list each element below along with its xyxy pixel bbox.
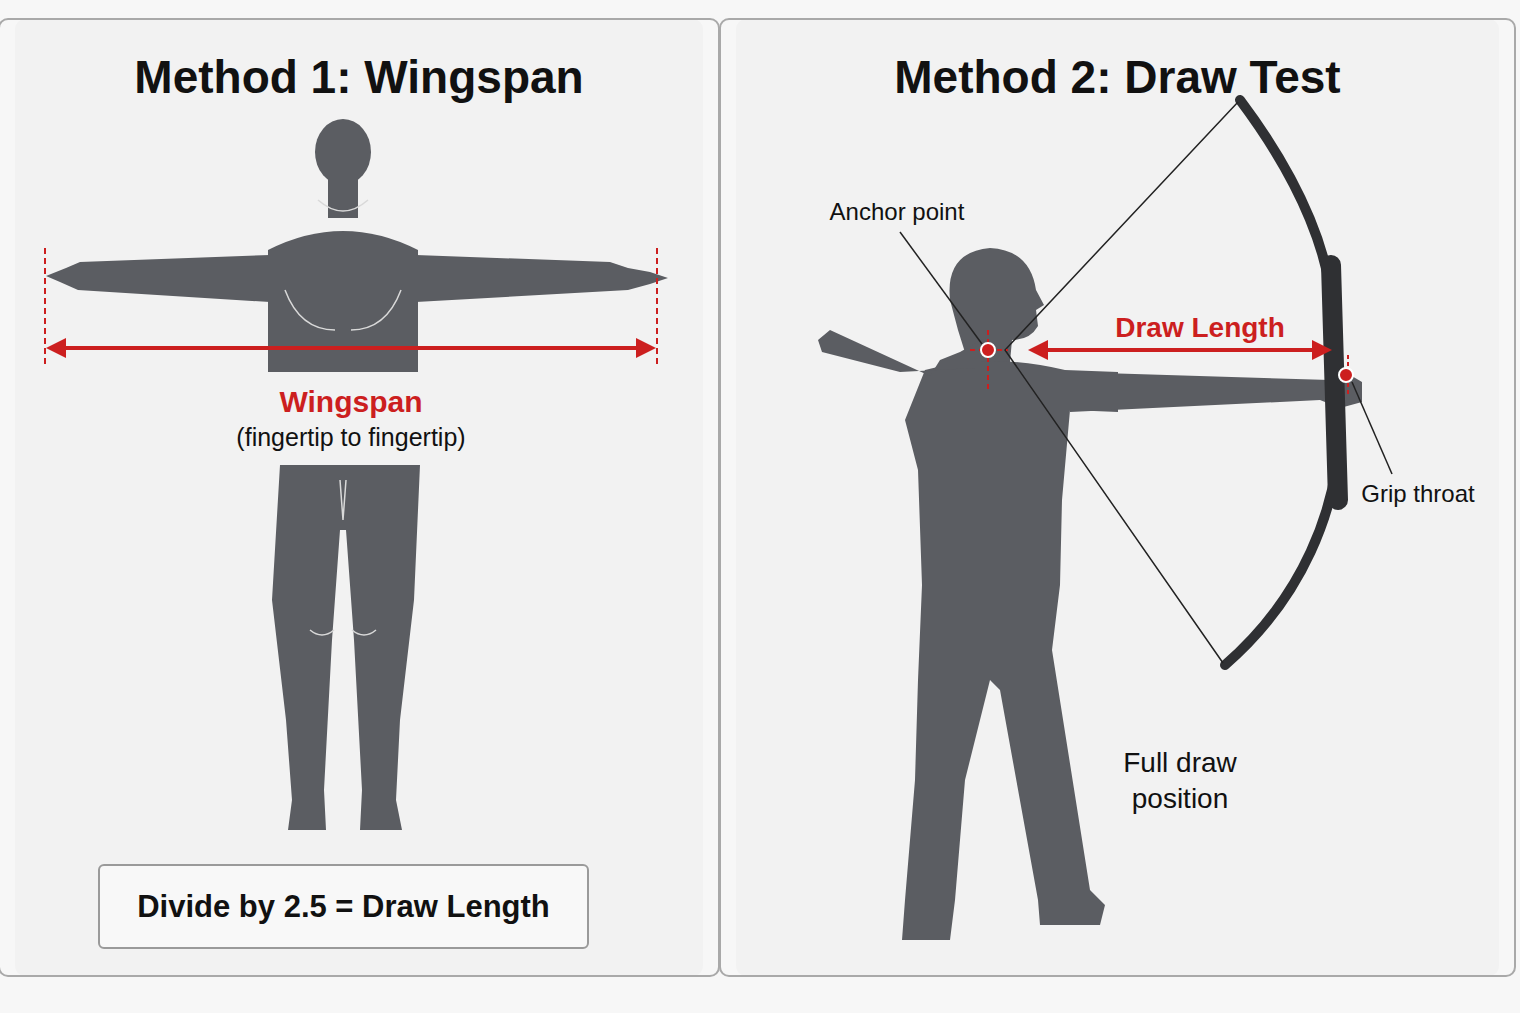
- bow-limb: [1225, 100, 1340, 665]
- panel-title: Method 2: Draw Test: [721, 50, 1514, 104]
- bow-riser: [1331, 265, 1338, 500]
- part-label: Anchor point: [830, 196, 965, 227]
- grip-dot: [1339, 368, 1353, 382]
- dimension-label: Wingspan: [279, 382, 422, 421]
- method-panel: Method 1: WingspanDivide by 2.5 = Draw L…: [0, 18, 720, 977]
- standing-figure: [46, 119, 668, 830]
- formula-text: Divide by 2.5 = Draw Length: [137, 889, 550, 925]
- anchor-dot: [981, 343, 995, 357]
- leader-line: [900, 232, 982, 344]
- dimension-label: Draw Length: [1111, 310, 1289, 346]
- panel-ground: [736, 19, 1499, 976]
- panel-title: Method 1: Wingspan: [0, 50, 718, 104]
- panel-ground: [15, 19, 703, 976]
- dimension-tick: [656, 248, 658, 366]
- dimension-arrow: [50, 346, 652, 350]
- dimension-tick: [44, 248, 46, 366]
- bow-string: [1005, 102, 1238, 663]
- archer-figure: [818, 248, 1362, 940]
- leader-line: [1352, 382, 1392, 474]
- dimension-note: (fingertip to fingertip): [236, 421, 465, 454]
- dimension-arrow: [1032, 348, 1328, 352]
- part-label: Grip throat: [1361, 478, 1474, 509]
- formula-box: Divide by 2.5 = Draw Length: [98, 864, 589, 949]
- anchor-crosshair: [987, 330, 989, 392]
- note-label: Full draw position: [1100, 745, 1260, 818]
